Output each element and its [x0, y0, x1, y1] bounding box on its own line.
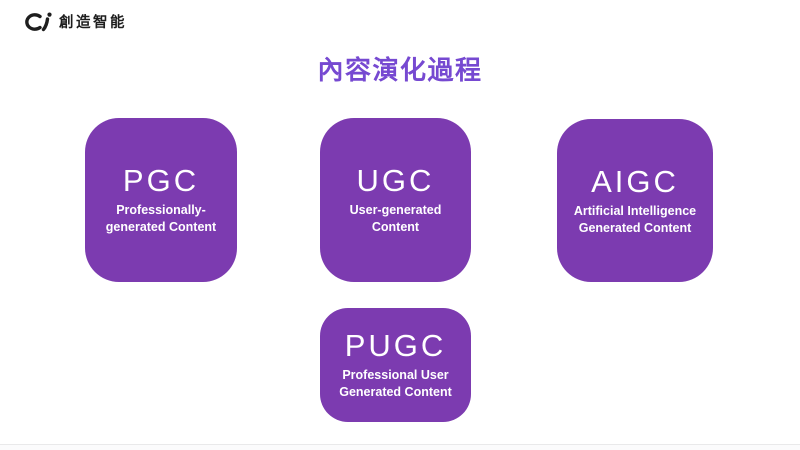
card-aigc-subtitle-line2: Generated Content: [578, 220, 692, 235]
card-aigc: AIGC Artificial Intelligence Generated C…: [557, 119, 713, 282]
bottom-divider: [0, 444, 800, 445]
ci-logo-icon: [24, 11, 52, 33]
card-aigc-subtitle: Artificial Intelligence Generated Conten…: [574, 203, 696, 237]
card-pgc-subtitle: Professionally- generated Content: [106, 202, 216, 236]
brand-name: 創造智能: [59, 15, 127, 32]
card-aigc-subtitle-line1: Artificial Intelligence: [573, 203, 697, 218]
card-ugc-acronym: UGC: [356, 163, 435, 199]
card-pgc-subtitle-line2: generated Content: [105, 220, 217, 235]
card-ugc-subtitle-line2: Content: [371, 220, 420, 235]
card-pgc-acronym: PGC: [122, 163, 200, 199]
card-pgc: PGC Professionally- generated Content: [85, 118, 237, 282]
card-ugc-subtitle: User-generated Content: [350, 202, 442, 236]
brand-logo: 創造智能: [24, 11, 127, 33]
card-pugc-subtitle: Professional User Generated Content: [339, 367, 452, 401]
card-pugc-subtitle-line1: Professional User: [342, 368, 449, 383]
card-ugc: UGC User-generated Content: [320, 118, 471, 282]
card-aigc-acronym: AIGC: [591, 163, 679, 199]
page-title: 內容演化過程: [317, 55, 483, 85]
card-ugc-subtitle-line1: User-generated: [349, 203, 442, 218]
bottom-strip: [0, 445, 800, 450]
card-pugc: PUGC Professional User Generated Content: [320, 308, 471, 422]
card-pugc-acronym: PUGC: [344, 328, 447, 364]
card-pgc-subtitle-line1: Professionally-: [116, 203, 206, 218]
card-pugc-subtitle-line2: Generated Content: [339, 385, 452, 400]
